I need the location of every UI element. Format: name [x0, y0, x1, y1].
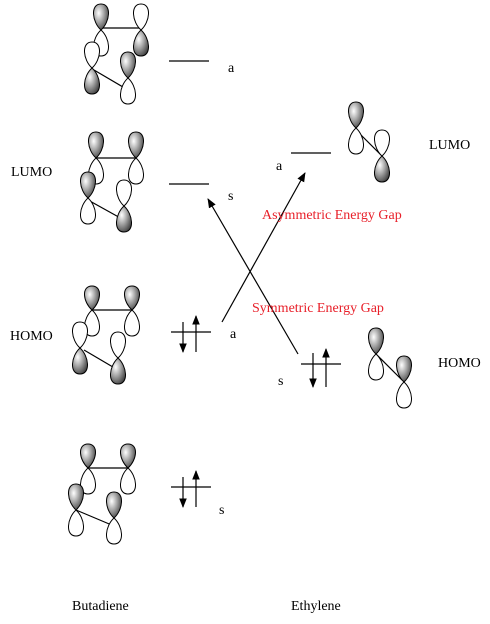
- homo-label-left: HOMO: [10, 329, 53, 344]
- butadiene-mo4-symmetry: a: [228, 61, 235, 76]
- butadiene-mo1-electron-pair: [179, 470, 200, 508]
- butadiene-label: Butadiene: [72, 599, 129, 614]
- butadiene-homo-electron-pair: [179, 315, 200, 353]
- asymmetric-gap-label: Asymmetric Energy Gap: [262, 208, 402, 223]
- butadiene-mo1-orbital-picture: [68, 443, 136, 545]
- symmetric-gap-arrow: [207, 198, 299, 355]
- lumo-label-right: LUMO: [429, 138, 470, 153]
- butadiene-mo4-orbital-picture: [84, 3, 149, 105]
- ethylene-lumo-symmetry: a: [276, 159, 283, 174]
- asymmetric-gap-arrow: [221, 172, 306, 323]
- symmetric-gap-label: Symmetric Energy Gap: [252, 301, 384, 316]
- butadiene-mo1-symmetry: s: [219, 503, 224, 518]
- ethylene-lumo-orbital-picture: [348, 101, 390, 183]
- ethylene-homo-symmetry: s: [278, 374, 283, 389]
- homo-label-right: HOMO: [438, 356, 481, 371]
- butadiene-homo-orbital-picture: [72, 285, 140, 385]
- butadiene-homo-symmetry: a: [230, 327, 237, 342]
- lumo-label-left: LUMO: [11, 165, 52, 180]
- butadiene-lumo-orbital-picture: [80, 131, 144, 233]
- ethylene-homo-electron-pair: [309, 348, 330, 388]
- ethylene-label: Ethylene: [291, 599, 341, 614]
- ethylene-homo-orbital-picture: [368, 327, 412, 409]
- butadiene-lumo-symmetry: s: [228, 189, 233, 204]
